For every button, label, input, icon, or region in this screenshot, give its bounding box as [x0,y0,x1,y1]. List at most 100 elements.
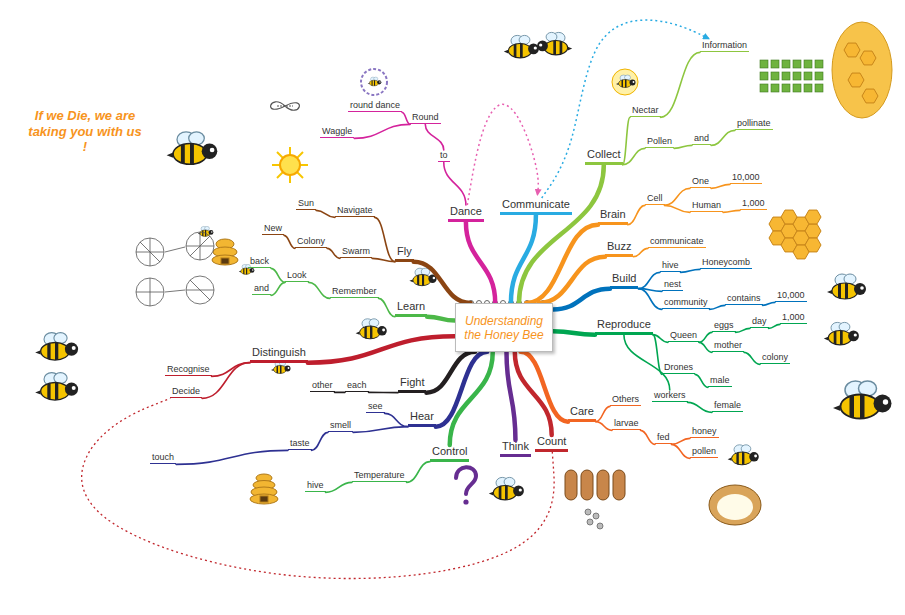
sub-branch: Pollen [645,136,674,148]
sub-branch: back [248,256,271,268]
branch-line [444,162,466,205]
main-branch: Think [500,440,531,457]
sub-branch: 10,000 [730,172,762,184]
branch-line [624,335,670,390]
topic-text: Control [432,445,467,457]
sub-branch: male [708,375,732,387]
nectar-glow [612,69,638,95]
waggle-run [277,105,293,106]
topic-text: colony [762,352,788,362]
topic-text: Cell [647,193,663,203]
branch-line [623,117,630,164]
topic-text: communicate [650,236,704,246]
branch-line [688,402,712,412]
cartoon-bee [167,132,218,166]
topic-text: round dance [350,100,400,110]
main-branch: Count [535,435,568,452]
sub-branch: Cell [645,193,665,205]
topic-text: Look [287,270,307,280]
sub-branch: hive [660,260,681,272]
main-branch: Fight [398,376,426,393]
branch-line [327,248,340,258]
topic-text: larvae [614,418,639,428]
bee-photo [35,373,78,402]
topic-text: Remember [332,286,377,296]
topic-text: workers [654,390,686,400]
main-branch: Distinguish [250,346,308,363]
branch-line [515,352,552,435]
sub-branch: Information [700,40,749,52]
branch-line [736,328,750,332]
branch-line [763,302,775,305]
branch-line [638,289,662,310]
sub-branch: nest [662,279,683,291]
main-branch: Reproduce [595,318,653,335]
branch-line [176,450,288,464]
sub-branch: see [366,401,385,413]
topic-text: each [347,380,367,390]
sub-branch: each [345,380,369,392]
topic-text: Others [612,394,639,404]
royal-jelly [717,494,753,520]
round-dance-figure [361,69,387,95]
sub-branch: pollen [690,446,718,458]
branch-line [674,145,692,148]
main-branch: Fly [395,245,414,262]
sub-branch: Nectar [630,105,661,117]
branch-line [308,336,455,362]
sub-branch: Remember [330,286,379,298]
topic-text: Dance [450,205,482,217]
branch-line [699,332,712,342]
topic-text: taste [290,438,310,448]
question-mark [456,467,476,494]
honeycomb-cell [848,73,864,87]
topic-text: Hear [410,410,434,422]
branch-line [375,217,395,261]
topic-text: see [368,401,383,411]
sub-branch: workers [652,390,688,402]
topic-text: Communicate [502,198,570,210]
branch-line [596,422,612,431]
question-mark-dot [463,499,468,504]
topic-text: Reproduce [597,318,651,330]
branch-line [466,222,495,303]
topic-text: fed [657,432,670,442]
branch-line [681,269,700,272]
honeycomb-cell [860,51,876,65]
topic-text: Sun [298,198,314,208]
honeycomb-cell [844,43,860,57]
waggle-figure [271,102,300,111]
branch-line [699,342,712,352]
sub-branch: other [310,380,335,392]
sub-branch: mother [712,340,744,352]
topic-text: Decide [172,386,200,396]
topic-text: 10,000 [777,290,805,300]
bee-photo [489,477,524,500]
sun-picture [272,147,308,183]
branch-line [711,130,735,145]
branch-line [326,482,352,492]
topic-text: Colony [297,236,325,246]
branch-line [426,352,475,393]
topic-text: Fly [397,245,412,257]
topic-text: Navigate [337,205,373,215]
sub-branch: larvae [612,418,641,430]
sub-branch: communicate [648,236,706,248]
topic-text: hive [307,480,324,490]
topic-text: Learn [397,300,425,312]
branch-line [710,305,725,309]
sub-branch: fed [655,432,672,444]
bee-anatomy [833,381,892,420]
learning-sketch [136,232,214,306]
sub-branch: contains [725,293,763,305]
topic-text: contains [727,293,761,303]
topic-text: and [254,283,269,293]
branch-line [695,374,708,387]
topic-text: 10,000 [732,172,760,182]
sub-branch: Decide [170,386,202,398]
main-branch: Buzz [605,240,633,257]
dotted-link [82,398,554,578]
sub-branch: Waggle [320,126,354,138]
cartoon-bee [504,35,539,58]
